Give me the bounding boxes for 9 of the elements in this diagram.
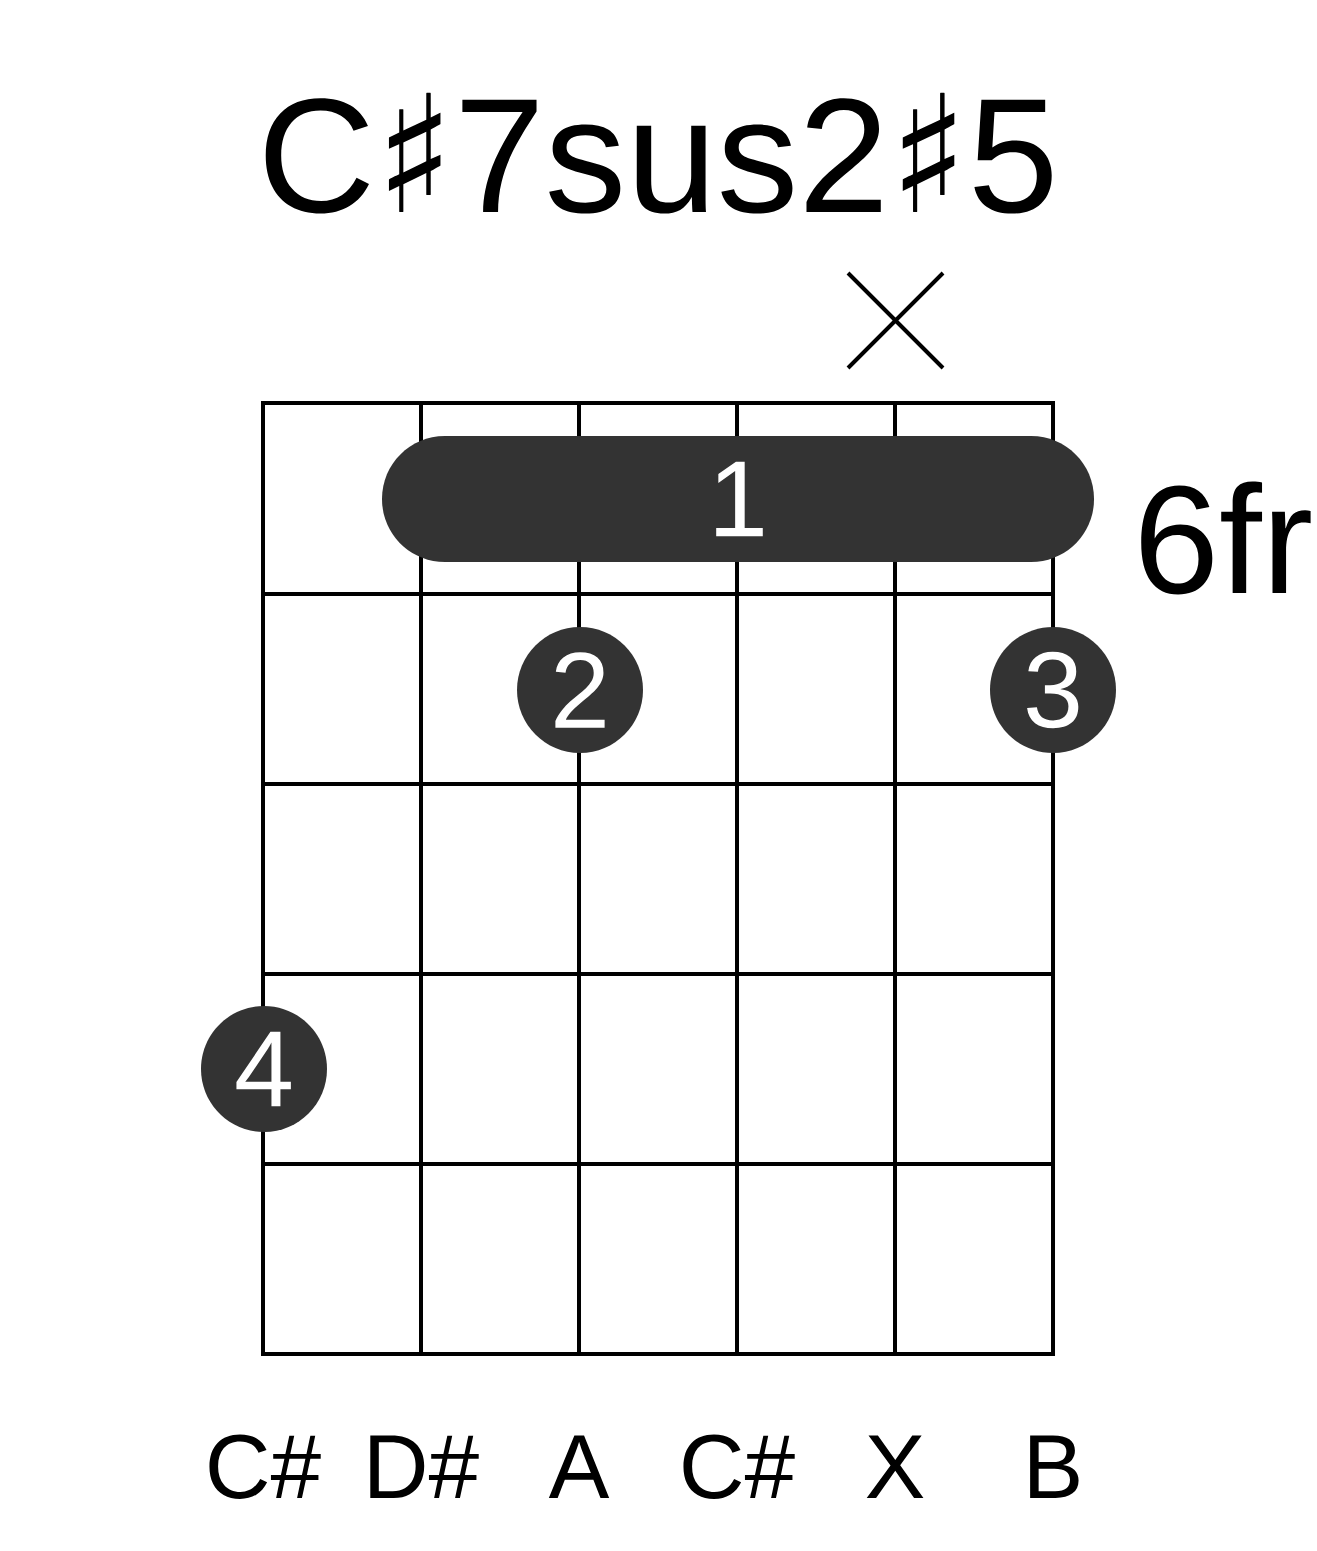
barre-bar: 1 bbox=[382, 436, 1094, 562]
fret-number: 6fr bbox=[1141, 481, 1311, 595]
string-note: B bbox=[1030, 1435, 1079, 1498]
string-note: C# bbox=[683, 1434, 795, 1499]
string-note: D# bbox=[370, 1435, 479, 1498]
string-note: C# bbox=[209, 1434, 321, 1499]
string-note: X bbox=[866, 1435, 924, 1498]
string-note: A bbox=[548, 1435, 610, 1498]
chord-title: C♯7sus2♯5 bbox=[265, 92, 1052, 214]
